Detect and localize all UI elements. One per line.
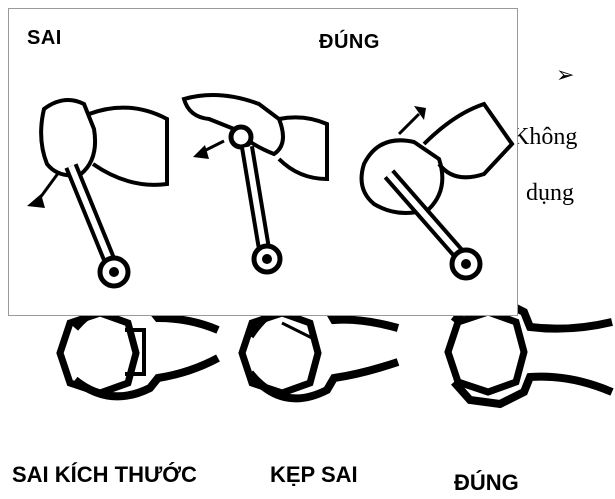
label-wrong-top: SAI	[27, 27, 62, 50]
label-correct-bottom: ĐÚNG	[454, 470, 519, 496]
label-wrong-grip: KẸP SAI	[270, 462, 358, 488]
side-text-line-2: dụng	[526, 180, 574, 207]
hand-palm-correct-illustration	[179, 89, 329, 289]
side-text-line-1: Không	[512, 124, 577, 151]
hand-pull-correct-illustration	[344, 104, 514, 294]
hand-push-wrong-illustration	[19, 94, 169, 294]
hand-wrench-figure: SAI ĐÚNG	[8, 8, 518, 316]
bullet-glyph: ➢	[556, 62, 574, 88]
label-correct-top: ĐÚNG	[319, 31, 380, 54]
label-wrong-size: SAI KÍCH THƯỚC	[12, 462, 197, 488]
